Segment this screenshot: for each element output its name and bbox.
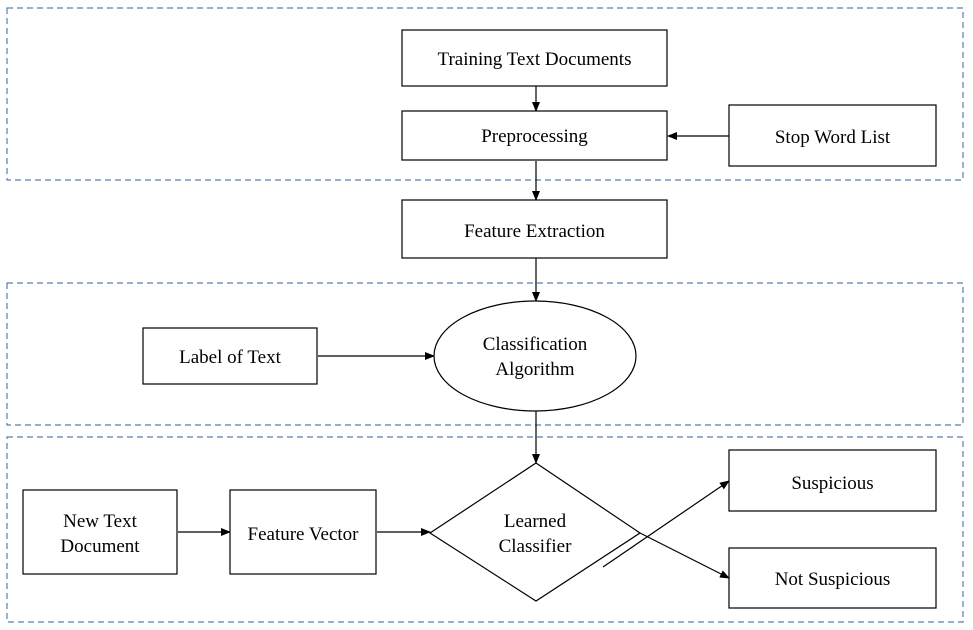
node-label-line-1: Classification <box>483 334 588 355</box>
arrow-classifier-to-not-suspicious <box>639 532 730 579</box>
node-preprocessing: Preprocessing <box>401 110 668 161</box>
node-feature-vector: Feature Vector <box>229 489 377 575</box>
node-learned-classifier: Learned Classifier <box>428 462 642 602</box>
node-label: Preprocessing <box>481 126 588 147</box>
node-label-line-1: Learned <box>504 511 567 532</box>
node-classification-algorithm: Classification Algorithm <box>433 300 637 412</box>
node-not-suspicious: Not Suspicious <box>728 547 937 609</box>
node-label: Not Suspicious <box>775 569 891 590</box>
node-training-text-documents: Training Text Documents <box>401 29 668 87</box>
node-new-text-document: New Text Document <box>22 489 178 575</box>
learning-group-region <box>6 282 964 426</box>
node-label: Label of Text <box>179 347 281 368</box>
node-label: Stop Word List <box>775 127 891 148</box>
node-label-of-text: Label of Text <box>142 327 318 385</box>
node-label: Training Text Documents <box>438 49 632 70</box>
node-label: Feature Extraction <box>464 221 605 242</box>
training-group-region <box>6 7 964 181</box>
node-feature-extraction: Feature Extraction <box>401 199 668 259</box>
node-suspicious: Suspicious <box>728 449 937 512</box>
node-label: Suspicious <box>791 473 873 494</box>
node-stop-word-list: Stop Word List <box>728 104 937 167</box>
node-label-line-2: Algorithm <box>495 359 574 380</box>
arrow-classifier-to-suspicious <box>602 480 730 568</box>
node-label-line-1: New Text <box>63 511 137 532</box>
node-label: Feature Vector <box>248 524 360 545</box>
node-label-line-2: Document <box>60 536 140 557</box>
node-label-line-2: Classifier <box>499 536 572 557</box>
